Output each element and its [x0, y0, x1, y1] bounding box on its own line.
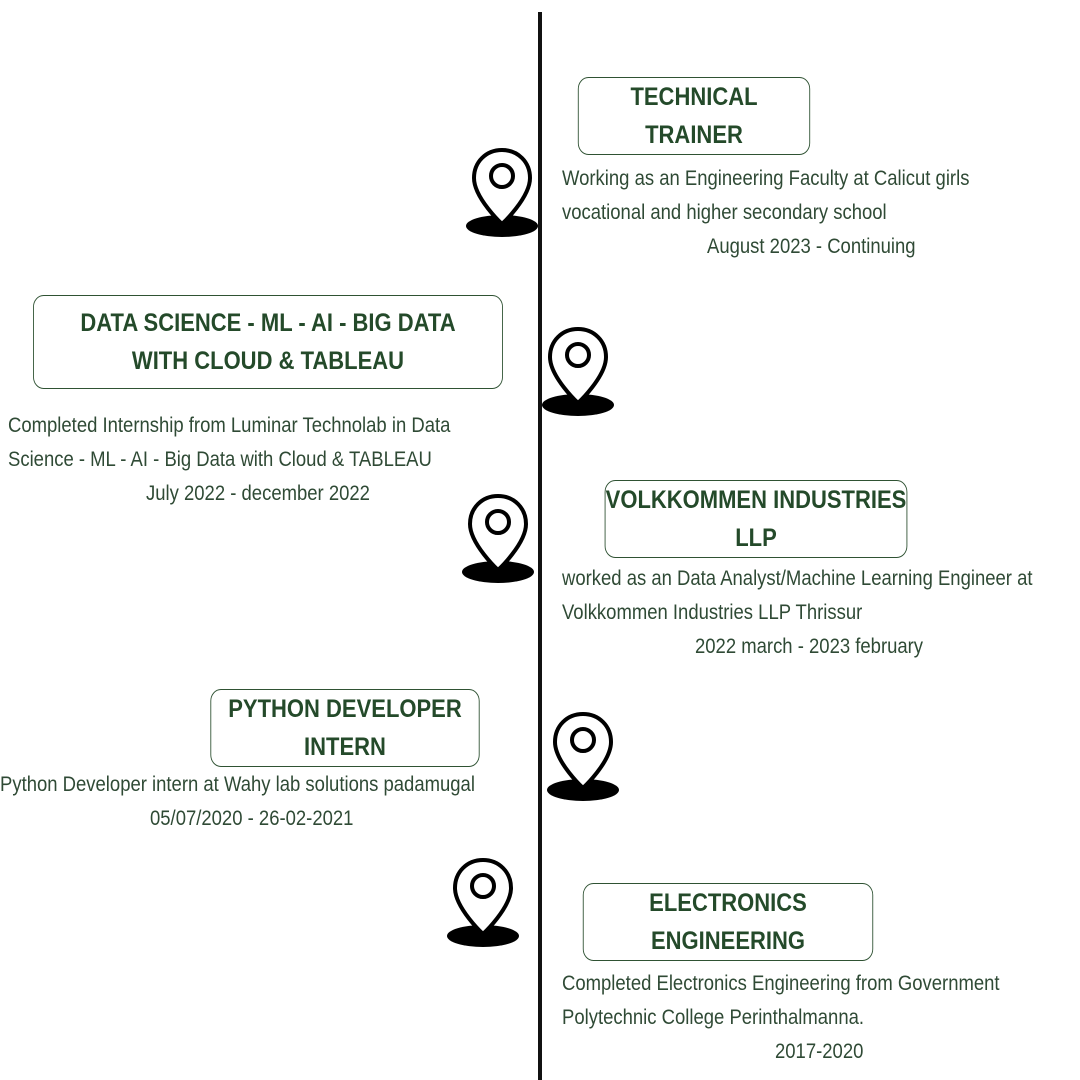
entry-title-box: DATA SCIENCE - ML - AI - BIG DATA WITH C…: [33, 295, 503, 389]
location-pin-icon: [545, 710, 621, 802]
entry-description: Polytechnic College Perinthalmanna.: [562, 1006, 865, 1029]
entry-title-box: ELECTRONICS ENGINEERING: [582, 883, 874, 961]
entry-description: Completed Internship from Luminar Techno…: [8, 414, 451, 437]
entry-title: VOLKKOMMEN INDUSTRIES LLP: [605, 486, 907, 552]
location-pin-icon: [460, 492, 536, 584]
entry-title-box: TECHNICAL TRAINER: [577, 77, 811, 155]
entry-title: TECHNICAL TRAINER: [630, 83, 758, 149]
entry-description: Python Developer intern at Wahy lab solu…: [0, 773, 475, 796]
entry-date: July 2022 - december 2022: [146, 482, 370, 505]
location-pin-icon: [445, 856, 521, 948]
entry-description: Working as an Engineering Faculty at Cal…: [562, 167, 970, 190]
entry-date: 2017-2020: [775, 1040, 864, 1063]
timeline-axis: [538, 12, 542, 1080]
location-pin-icon: [464, 146, 540, 238]
entry-title-box: PYTHON DEVELOPER INTERN: [210, 689, 480, 767]
entry-date: 2022 march - 2023 february: [695, 635, 924, 658]
entry-title: DATA SCIENCE - ML - AI - BIG DATA WITH C…: [80, 309, 456, 375]
entry-description: vocational and higher secondary school: [562, 201, 887, 224]
entry-title: PYTHON DEVELOPER INTERN: [228, 695, 462, 761]
entry-description: worked as an Data Analyst/Machine Learni…: [562, 567, 1033, 590]
entry-title: ELECTRONICS ENGINEERING: [649, 889, 807, 955]
entry-date: 05/07/2020 - 26-02-2021: [150, 807, 354, 830]
entry-description: Volkkommen Industries LLP Thrissur: [562, 601, 863, 624]
entry-title-box: VOLKKOMMEN INDUSTRIES LLP: [604, 480, 908, 558]
entry-date: August 2023 - Continuing: [707, 235, 916, 258]
entry-description: Completed Electronics Engineering from G…: [562, 972, 1000, 995]
location-pin-icon: [540, 325, 616, 417]
entry-description: Science - ML - AI - Big Data with Cloud …: [8, 448, 432, 471]
